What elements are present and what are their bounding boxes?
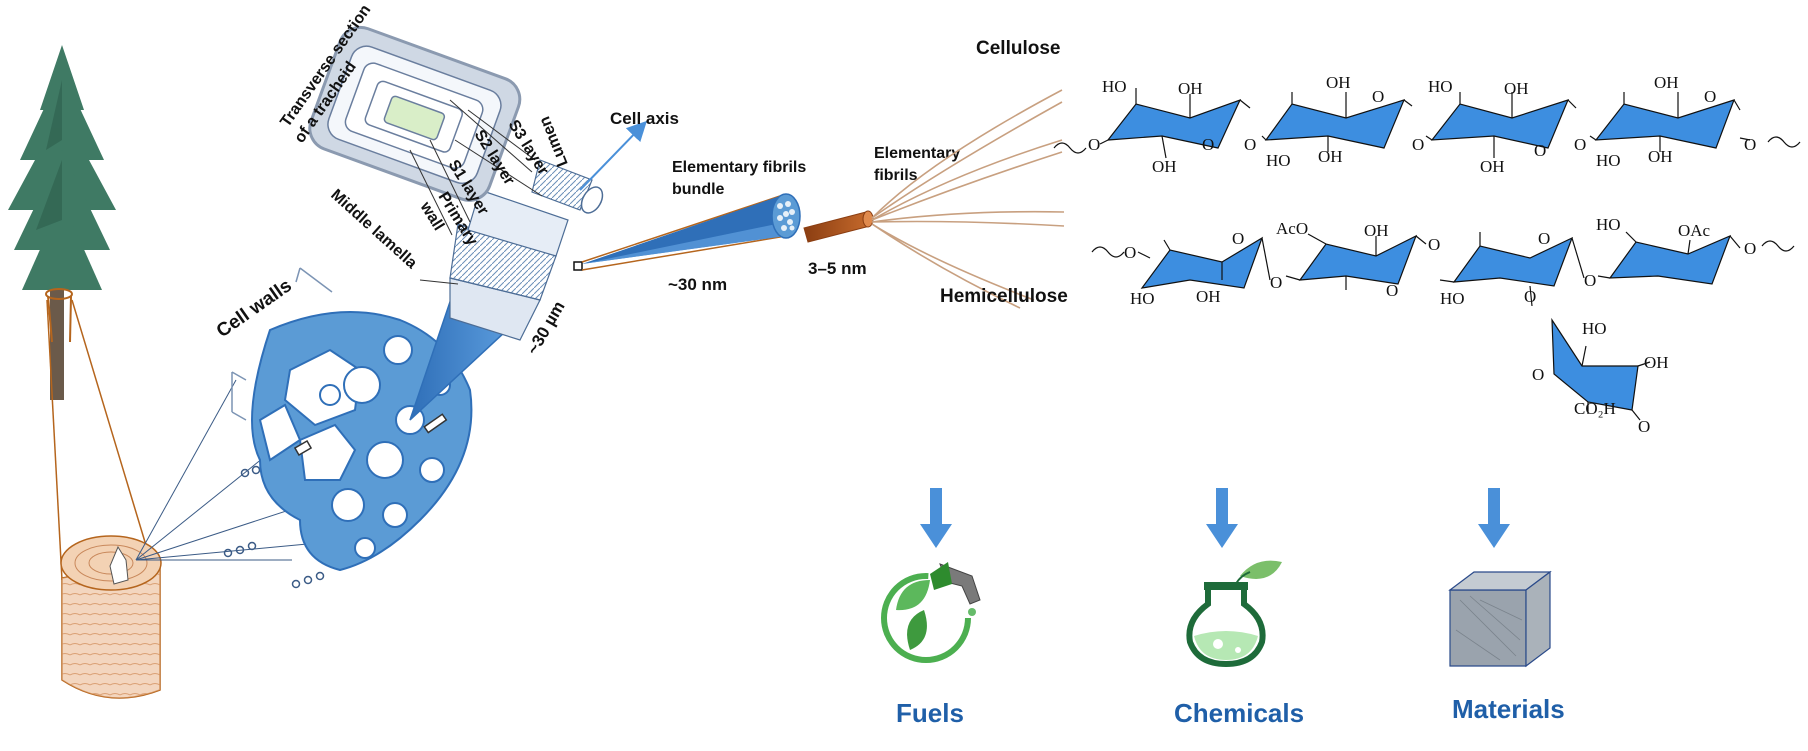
svg-text:O: O bbox=[1386, 281, 1398, 300]
svg-text:HO: HO bbox=[1266, 151, 1291, 170]
svg-text:OH: OH bbox=[1648, 147, 1673, 166]
svg-text:O: O bbox=[1704, 87, 1716, 106]
fibril-bundle bbox=[573, 193, 801, 271]
svg-text:OH: OH bbox=[1480, 157, 1505, 176]
svg-text:HO: HO bbox=[1102, 77, 1127, 96]
cellulose-chain: O O O O O HO OH OH O OH O HO OH HO OH OH… bbox=[1053, 73, 1801, 176]
svg-text:HO: HO bbox=[1130, 289, 1155, 308]
svg-text:OH: OH bbox=[1326, 73, 1351, 92]
pit-connection bbox=[293, 413, 448, 456]
svg-text:OH: OH bbox=[1364, 221, 1389, 240]
svg-text:O: O bbox=[1412, 135, 1424, 154]
svg-text:O: O bbox=[1124, 243, 1136, 262]
svg-text:O: O bbox=[1638, 417, 1650, 436]
cube-material-icon bbox=[1448, 570, 1552, 668]
elementary-fibril bbox=[803, 210, 874, 243]
svg-text:O: O bbox=[1088, 135, 1100, 154]
size-3-5nm-label: 3–5 nm bbox=[808, 259, 867, 278]
zoom-lines-tree bbox=[46, 299, 149, 581]
wood-stump bbox=[60, 535, 162, 699]
output-label-fuels: Fuels bbox=[896, 698, 964, 728]
svg-text:O: O bbox=[1534, 141, 1546, 160]
svg-text:O: O bbox=[1584, 271, 1596, 290]
fuel-nozzle-leaf-icon bbox=[881, 562, 981, 663]
bundle-label-2: bundle bbox=[672, 181, 725, 198]
layer-leader-lines bbox=[409, 99, 543, 285]
svg-text:O: O bbox=[1270, 273, 1282, 292]
svg-text:O: O bbox=[1202, 135, 1214, 154]
hemicellulose-label: Hemicellulose bbox=[940, 286, 1068, 307]
svg-text:O: O bbox=[1372, 87, 1384, 106]
svg-text:AcO: AcO bbox=[1276, 219, 1308, 238]
output-label-materials: Materials bbox=[1452, 694, 1565, 724]
cell-axis-label: Cell axis bbox=[610, 109, 679, 128]
svg-text:HO: HO bbox=[1428, 77, 1453, 96]
svg-text:O: O bbox=[1744, 135, 1756, 154]
svg-text:OH: OH bbox=[1644, 353, 1669, 372]
hemicellulose-chain: O O O O O O HO OH O AcO OH O HO O HO OAc… bbox=[1091, 215, 1795, 436]
output-arrows bbox=[920, 488, 1510, 548]
svg-text:O: O bbox=[1744, 239, 1756, 258]
svg-text:O: O bbox=[1538, 229, 1550, 248]
svg-text:O: O bbox=[1428, 235, 1440, 254]
svg-text:HO: HO bbox=[1440, 289, 1465, 308]
svg-text:OAc: OAc bbox=[1678, 221, 1711, 240]
tree-illustration bbox=[8, 45, 116, 400]
fibrils-label: Elementary bbox=[874, 145, 960, 162]
svg-text:O: O bbox=[1524, 287, 1536, 306]
svg-text:HO: HO bbox=[1596, 151, 1621, 170]
svg-text:O: O bbox=[1232, 229, 1244, 248]
svg-text:HO: HO bbox=[1582, 319, 1607, 338]
svg-text:OH: OH bbox=[1318, 147, 1343, 166]
fibrils-label-2: fibrils bbox=[874, 167, 918, 184]
bundle-label: Elementary fibrils bbox=[672, 159, 806, 176]
middle-lamella-label: Middle lamella bbox=[327, 186, 420, 272]
svg-text:OH: OH bbox=[1654, 73, 1679, 92]
flask-leaf-icon bbox=[1186, 560, 1282, 668]
svg-text:OH: OH bbox=[1152, 157, 1177, 176]
svg-text:O: O bbox=[1532, 365, 1544, 384]
svg-text:OH: OH bbox=[1178, 79, 1203, 98]
transverse-section bbox=[308, 25, 522, 202]
cell-walls-bracket bbox=[231, 267, 333, 421]
svg-text:OH: OH bbox=[1504, 79, 1529, 98]
svg-text:O: O bbox=[1244, 135, 1256, 154]
output-label-chemicals: Chemicals bbox=[1174, 698, 1304, 728]
fibre-strands bbox=[871, 89, 1065, 309]
svg-text:HO: HO bbox=[1596, 215, 1621, 234]
size-30nm-label: ~30 nm bbox=[668, 275, 727, 294]
cellulose-label: Cellulose bbox=[976, 38, 1060, 59]
svg-text:CO₂H: CO₂H bbox=[1574, 399, 1616, 418]
tracheid-cone bbox=[409, 159, 604, 421]
svg-text:OH: OH bbox=[1196, 287, 1221, 306]
svg-text:O: O bbox=[1574, 135, 1586, 154]
cell-axis-arrow bbox=[579, 120, 647, 191]
